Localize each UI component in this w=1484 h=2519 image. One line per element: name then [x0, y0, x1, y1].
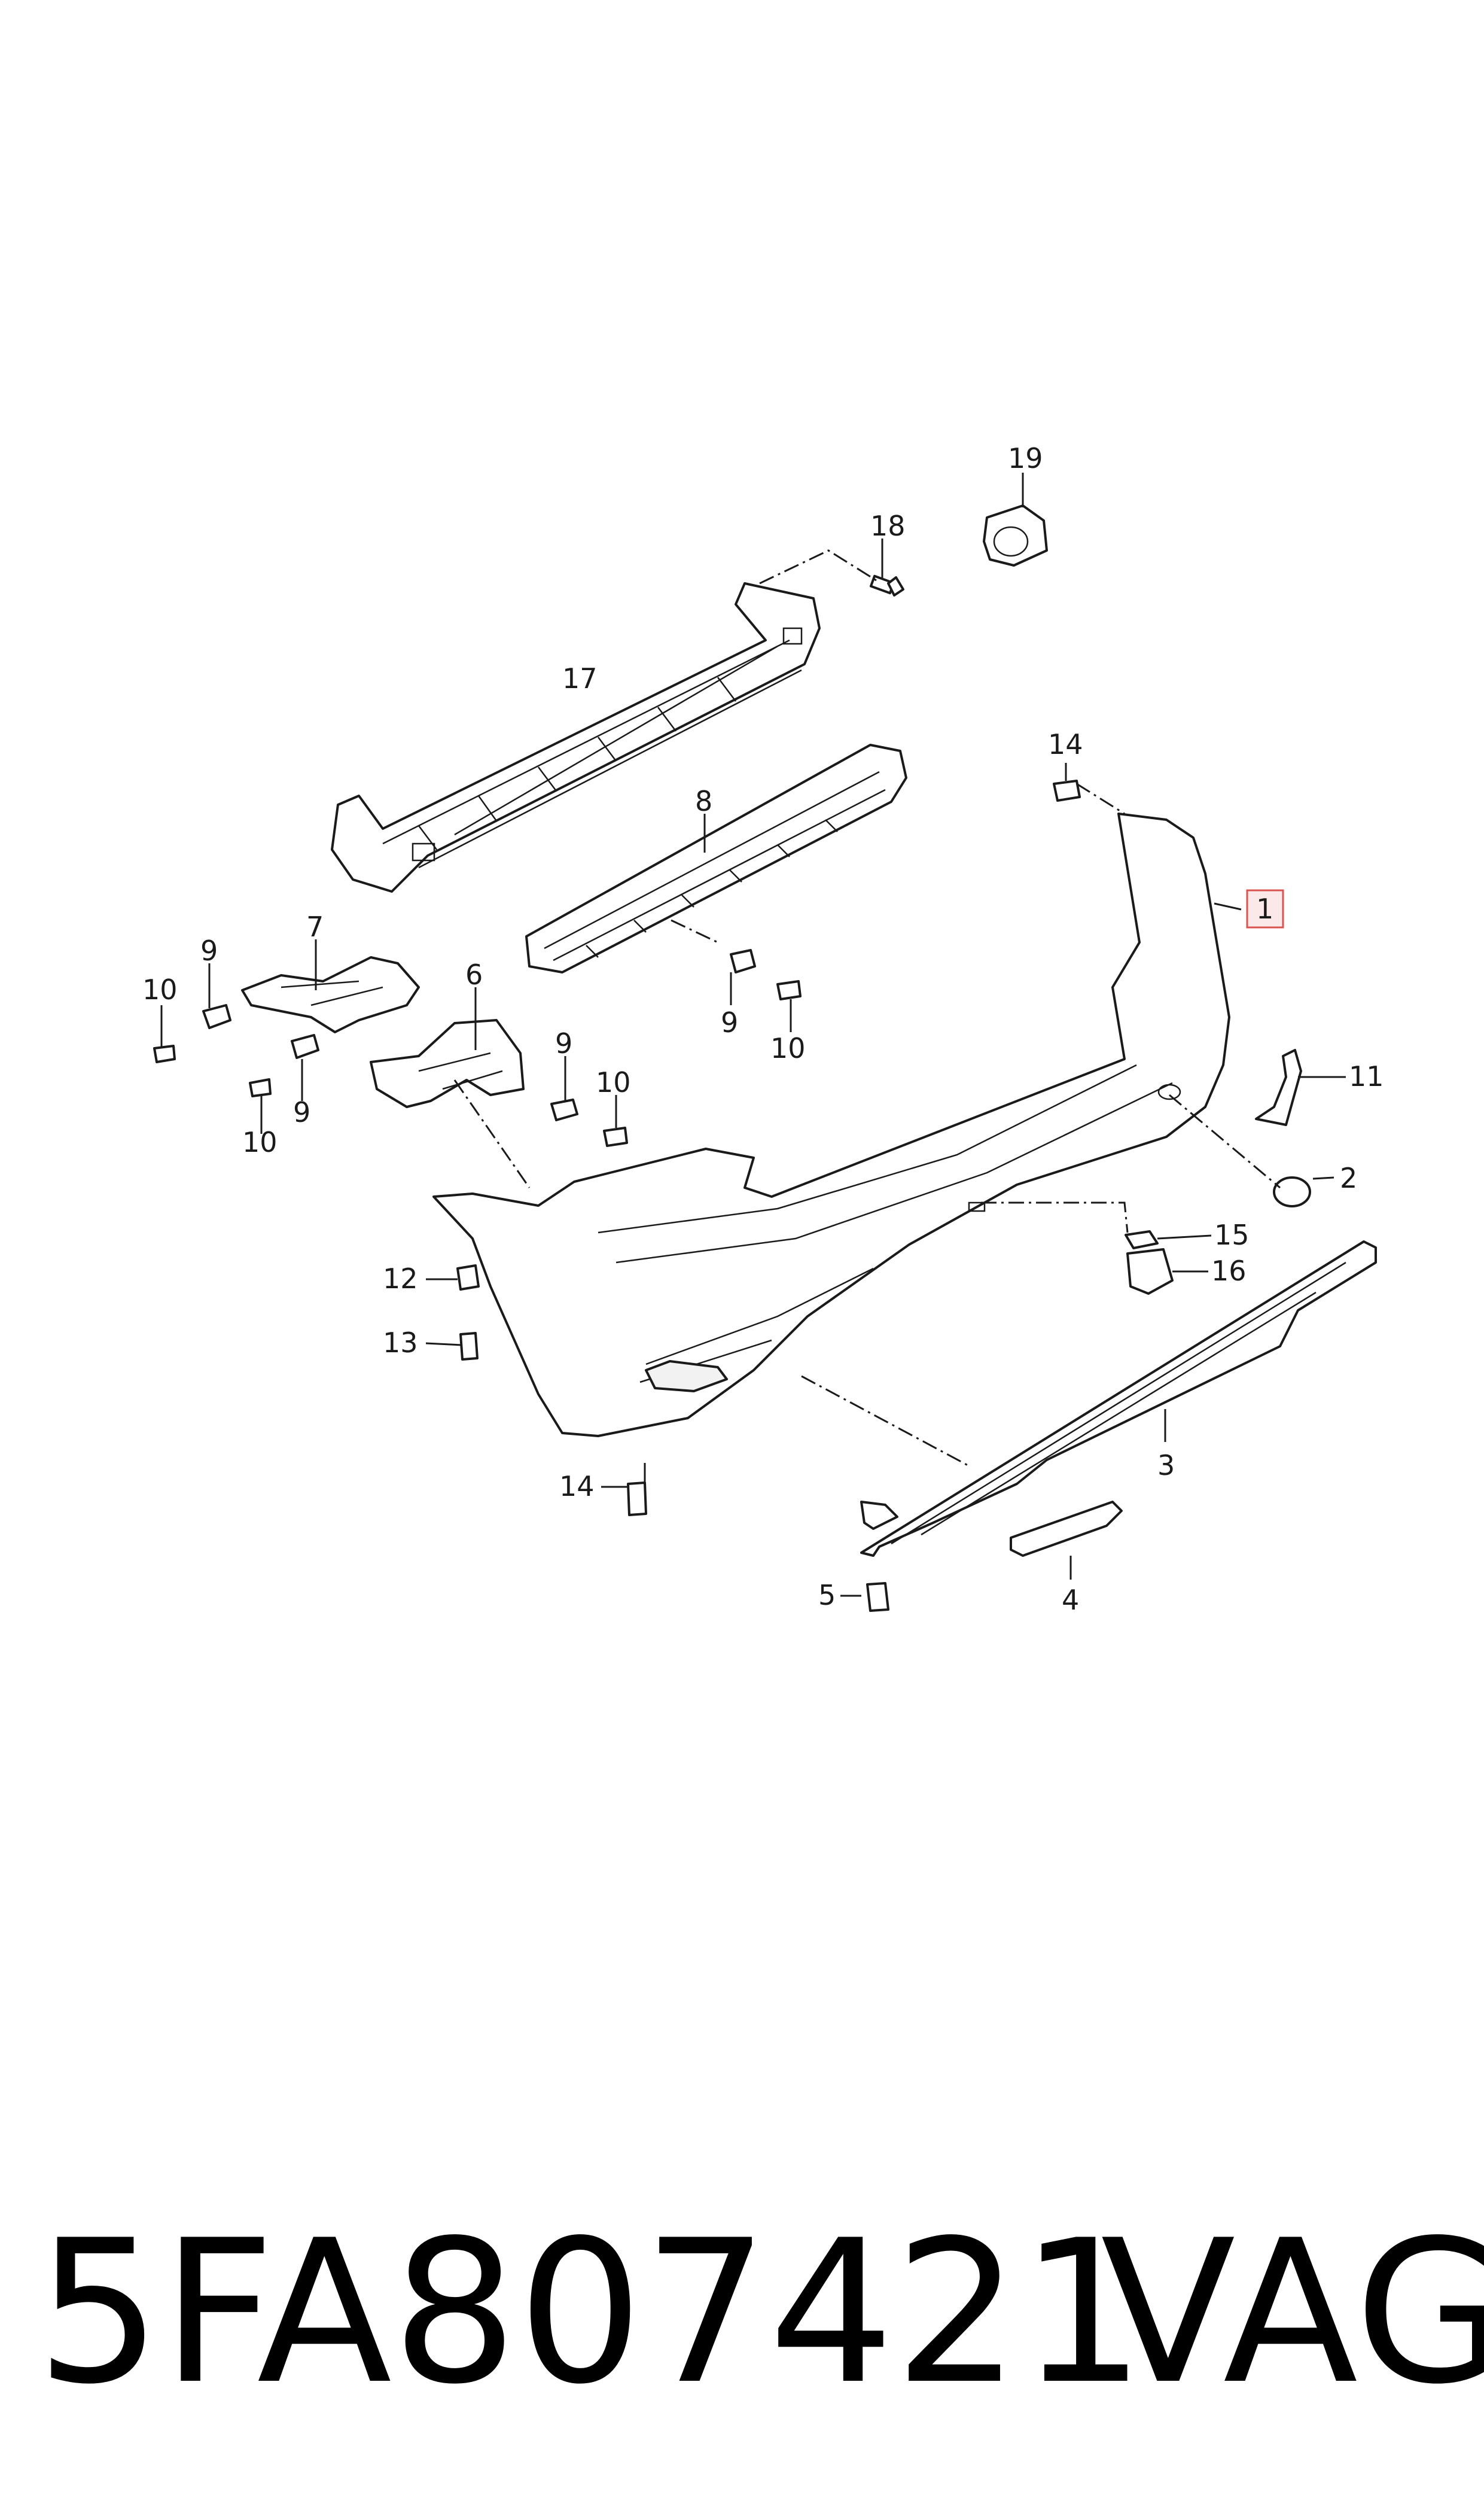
callout-10d: 10 [596, 1066, 631, 1099]
callout-19: 19 [1008, 442, 1043, 474]
screw-13 [459, 1332, 479, 1361]
callout-9b: 9 [293, 1096, 310, 1128]
callout-9a: 9 [200, 935, 218, 967]
screw-10d [603, 1127, 628, 1147]
callout-3: 3 [1157, 1449, 1175, 1481]
screw-10b [249, 1078, 272, 1097]
callout-17: 17 [562, 662, 598, 695]
screw-14b [627, 1481, 647, 1516]
screw-10a [153, 1045, 176, 1063]
part-number-caption: 5FA807421 [36, 2198, 1145, 2427]
sensor-holder [983, 504, 1048, 567]
bolt-18 [869, 574, 904, 597]
callout-9c: 9 [721, 1006, 738, 1039]
bracket-16 [1126, 1248, 1174, 1295]
assembly-lines [453, 549, 1281, 1467]
energy-absorber [525, 744, 907, 973]
clip-9d [550, 1099, 578, 1121]
clip-9c [730, 949, 756, 973]
clip-15 [1125, 1230, 1159, 1249]
callout-9d: 9 [555, 1027, 572, 1060]
left-bracket [241, 956, 420, 1033]
callout-8: 8 [695, 785, 712, 817]
callout-6: 6 [465, 959, 483, 991]
clip-5 [866, 1582, 889, 1612]
callout-14a: 14 [1048, 728, 1083, 760]
callout-7: 7 [306, 911, 324, 943]
callout-4: 4 [1062, 1584, 1079, 1616]
callout-13: 13 [383, 1327, 418, 1359]
callout-10a: 10 [142, 973, 178, 1006]
callout-labels: 1 2 3 4 5 6 7 8 9 9 9 9 10 10 10 10 11 1… [142, 442, 1384, 1616]
callout-18: 18 [870, 510, 906, 542]
callout-12: 12 [383, 1262, 418, 1295]
screw-10c [776, 980, 802, 1000]
callout-10b: 10 [242, 1126, 278, 1158]
highlight-box [1246, 889, 1284, 929]
rear-bumper-cover [432, 813, 1230, 1437]
clip-9b [291, 1034, 319, 1059]
clip-9a [202, 1004, 231, 1029]
screw-14a [1053, 780, 1081, 802]
side-bracket [370, 1019, 525, 1108]
callout-16: 16 [1211, 1255, 1247, 1287]
callout-10c: 10 [770, 1032, 806, 1064]
callout-11: 11 [1349, 1060, 1384, 1093]
brand-caption: VAG [1101, 2198, 1484, 2427]
clip-12 [456, 1264, 480, 1291]
callout-15: 15 [1214, 1219, 1250, 1251]
trim-strip-11 [1255, 1049, 1302, 1126]
reflector-strip [1010, 1501, 1123, 1557]
callout-1: 1 [1256, 893, 1273, 925]
callout-14b: 14 [559, 1470, 595, 1502]
tow-hook-cover [1273, 1176, 1311, 1207]
callout-2: 2 [1340, 1162, 1357, 1194]
callout-5: 5 [818, 1579, 836, 1611]
reinforcement-beam [331, 582, 821, 893]
lower-diffuser [860, 1240, 1377, 1557]
